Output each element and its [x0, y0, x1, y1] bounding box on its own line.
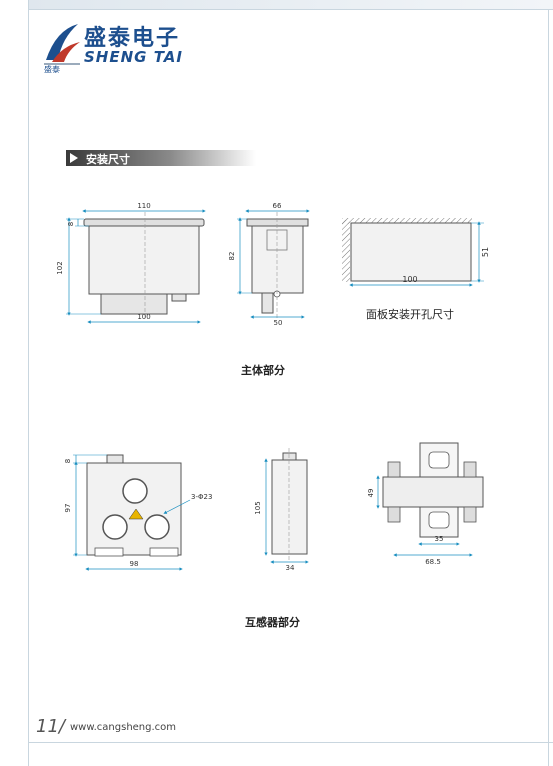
dim-cutout-height: 51 [481, 247, 490, 257]
frame-line-left [28, 0, 29, 766]
company-logo: 盛泰 盛泰电子 SHENG TAI [42, 20, 202, 76]
transformer-side-view: 105 34 [254, 448, 309, 572]
warning-icon [128, 508, 144, 520]
dim-cutout-width: 100 [402, 275, 417, 284]
brand-name-cn: 盛泰电子 [84, 26, 181, 51]
arrow-right-icon [70, 153, 78, 163]
transformer-caption: 互感器部分 [245, 616, 300, 629]
dim-main-front-top-thickness: 8 [67, 222, 75, 226]
dim-ct-hole-label: 3-Φ23 [191, 493, 212, 501]
frame-line-bottom [28, 742, 553, 743]
dim-main-front-bottom: 100 [137, 313, 150, 321]
frame-line-top [28, 9, 553, 10]
page-number: 11/ [36, 716, 65, 737]
main-front-view: 110 100 102 8 [56, 202, 206, 324]
frame-line-right [548, 9, 549, 766]
dim-ct-top-inner: 35 [435, 535, 444, 543]
dim-ct-top-outer: 68.5 [425, 558, 441, 566]
dim-main-front-top: 110 [137, 202, 150, 210]
header-bar [28, 0, 553, 9]
main-side-view: 66 50 82 [228, 202, 310, 327]
brand-name-en: SHENG TAI [84, 48, 183, 66]
swoosh-logo-icon [44, 24, 80, 65]
main-body-caption: 主体部分 [241, 364, 285, 377]
logo-small-text: 盛泰 [44, 65, 60, 74]
dim-ct-front-height: 97 [64, 504, 72, 513]
panel-cutout-view: 100 51 [342, 218, 490, 287]
dim-ct-side-height: 105 [254, 501, 262, 514]
section-header: 安装尺寸 [66, 150, 256, 166]
dim-main-front-height: 102 [56, 261, 64, 274]
transformer-front-view: 8 97 98 3-Φ23 [64, 454, 212, 571]
website-link[interactable]: www.cangsheng.com [70, 722, 177, 733]
dim-main-side-height: 82 [228, 252, 236, 261]
dim-main-side-bottom: 50 [274, 319, 283, 327]
section-title: 安装尺寸 [86, 153, 130, 166]
dim-ct-top-height: 49 [367, 489, 375, 498]
dim-ct-front-width: 98 [130, 560, 139, 568]
transformer-top-view: 49 35 68.5 [367, 442, 484, 566]
dim-ct-front-top: 8 [64, 459, 72, 463]
dim-ct-side-width: 34 [286, 564, 295, 572]
cutout-caption: 面板安装开孔尺寸 [366, 308, 454, 321]
dim-main-side-top: 66 [273, 202, 282, 210]
